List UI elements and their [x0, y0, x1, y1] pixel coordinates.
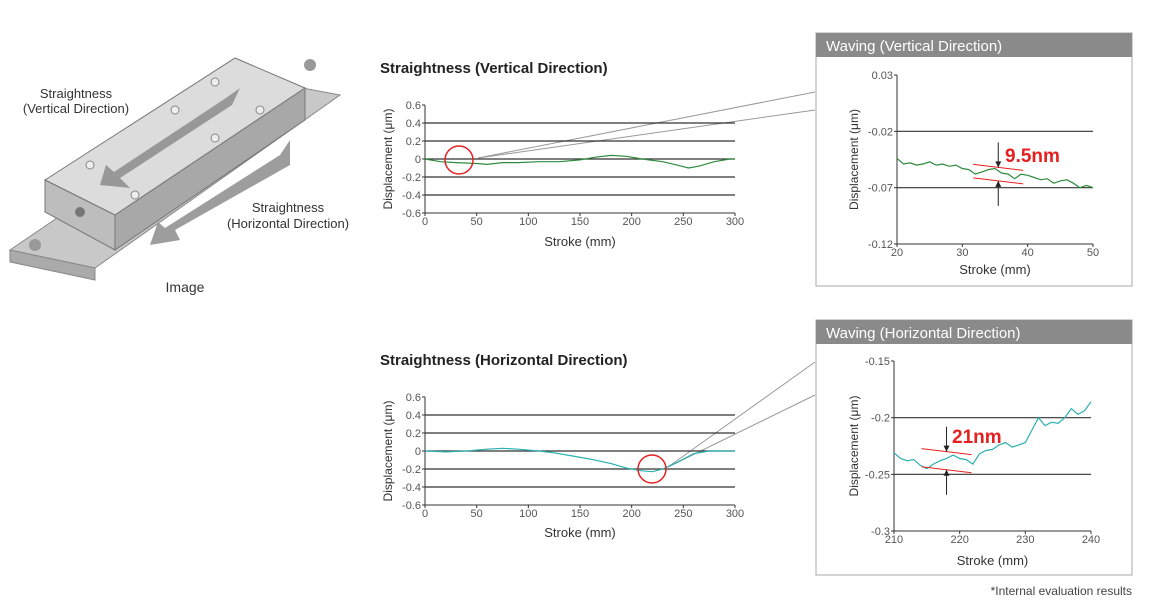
y-tick-label: -0.2 [402, 464, 421, 476]
chart-title: Straightness (Horizontal Direction) [380, 352, 628, 369]
x-tick-label: 30 [956, 247, 968, 259]
label-straightness-vertical-1: Straightness [40, 86, 113, 101]
x-tick-label: 150 [571, 508, 589, 520]
x-tick-label: 220 [950, 534, 968, 546]
x-tick-label: 300 [726, 216, 744, 228]
y-axis-label: Displacement (μm) [847, 109, 861, 210]
series-line-vertical [896, 157, 1094, 189]
label-straightness-vertical-2: (Vertical Direction) [23, 101, 129, 116]
highlight-circle [444, 145, 474, 175]
chart-title: Straightness (Vertical Direction) [380, 60, 608, 77]
arrow-horizontal-direction [150, 140, 290, 245]
chart-straightness-vertical: Straightness (Vertical Direction) 0.6 0.4 0… [380, 60, 744, 249]
y-tick-label: 0.4 [406, 410, 421, 422]
y-tick-label: -0.4 [402, 482, 421, 494]
highlight-circle [637, 454, 667, 484]
x-axis-label: Stroke (mm) [957, 553, 1029, 568]
x-tick-label: 240 [1082, 534, 1100, 546]
y-tick-label: 0.6 [406, 100, 421, 112]
x-axis-label: Stroke (mm) [544, 525, 616, 540]
y-tick-label: 0.2 [406, 136, 421, 148]
x-tick-label: 100 [519, 508, 537, 520]
y-tick-label: 0.4 [406, 118, 421, 130]
y-tick-label: 0.03 [872, 70, 893, 82]
callout-lines [477, 91, 816, 468]
waving-amplitude-label: 21nm [952, 427, 1002, 448]
y-axis-label: Displacement (μm) [381, 401, 395, 502]
x-tick-label: 200 [622, 216, 640, 228]
x-tick-label: 250 [674, 508, 692, 520]
y-tick-label: -0.2 [402, 172, 421, 184]
x-tick-label: 210 [885, 534, 903, 546]
arrowhead-icon [943, 469, 950, 476]
y-tick-label: 0 [415, 154, 421, 166]
y-tick-label: -0.6 [402, 208, 421, 220]
panel-header [816, 33, 1132, 57]
y-tick-label: -0.12 [868, 239, 893, 251]
y-tick-label: 0.6 [406, 392, 421, 404]
arrow-vertical-direction [100, 88, 240, 188]
y-tick-label: -0.25 [865, 469, 890, 481]
footnote: *Internal evaluation results [991, 584, 1132, 598]
panel-waving-horizontal [815, 319, 1133, 576]
y-tick-label: -0.2 [871, 413, 890, 425]
x-tick-label: 0 [422, 508, 428, 520]
x-tick-label: 50 [471, 216, 483, 228]
arrowhead-icon [943, 445, 950, 452]
x-tick-label: 150 [571, 216, 589, 228]
x-tick-label: 200 [622, 508, 640, 520]
series-line-vertical [424, 154, 735, 169]
chart-waving-vertical: Waving (Vertical Direction) 0.03 -0.02 -0.0… [826, 38, 1099, 277]
y-tick-label: -0.6 [402, 500, 421, 512]
x-tick-label: 0 [422, 216, 428, 228]
x-tick-label: 230 [1016, 534, 1034, 546]
x-axis-label: Stroke (mm) [959, 262, 1031, 277]
y-tick-label: -0.3 [871, 526, 890, 538]
y-tick-label: -0.4 [402, 190, 421, 202]
series-line-horizontal [424, 447, 735, 473]
y-axis-label: Displacement (μm) [847, 396, 861, 497]
x-tick-label: 250 [674, 216, 692, 228]
y-tick-label: 0.2 [406, 428, 421, 440]
x-axis-label: Stroke (mm) [544, 234, 616, 249]
panel-header [816, 320, 1132, 344]
y-tick-label: -0.07 [868, 183, 893, 195]
chart-waving-horizontal: Waving (Horizontal Direction) -0.15 -0.2 -0… [826, 325, 1100, 568]
waving-amplitude-label: 9.5nm [1005, 146, 1060, 167]
y-axis-label: Displacement (μm) [381, 109, 395, 210]
x-tick-label: 100 [519, 216, 537, 228]
y-tick-label: 0 [415, 446, 421, 458]
chart-title: Waving (Horizontal Direction) [826, 325, 1021, 342]
x-tick-label: 20 [891, 247, 903, 259]
label-straightness-horizontal-1: Straightness [252, 200, 325, 215]
chart-title: Waving (Vertical Direction) [826, 38, 1002, 55]
label-straightness-horizontal-2: (Horizontal Direction) [227, 216, 349, 231]
image-caption: Image [166, 279, 205, 295]
panel-waving-vertical [815, 32, 1133, 287]
x-tick-label: 50 [471, 508, 483, 520]
series-line-horizontal [893, 401, 1092, 470]
y-tick-label: -0.02 [868, 126, 893, 138]
x-tick-label: 300 [726, 508, 744, 520]
x-tick-label: 50 [1087, 247, 1099, 259]
x-tick-label: 40 [1022, 247, 1034, 259]
chart-straightness-horizontal: Straightness (Horizontal Direction) 0.6 0.… [380, 352, 744, 540]
arrowhead-icon [995, 161, 1002, 168]
y-tick-label: -0.15 [865, 356, 890, 368]
arrowhead-icon [995, 180, 1002, 187]
